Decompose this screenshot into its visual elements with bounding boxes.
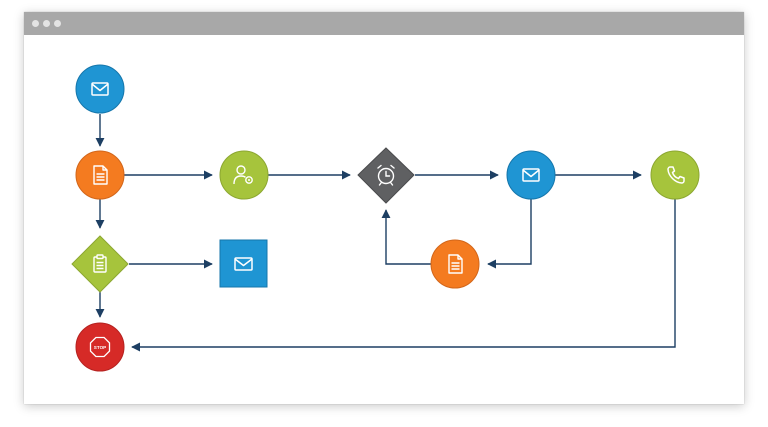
node-wait-timer[interactable] (357, 147, 415, 204)
edge-email-to-form-2 (487, 198, 532, 269)
window-control-dot[interactable] (43, 20, 50, 27)
envelope-icon (91, 82, 109, 96)
app-window (24, 12, 744, 404)
node-form-2[interactable] (430, 239, 480, 289)
node-form[interactable] (75, 150, 125, 200)
node-phone-call[interactable] (650, 150, 700, 200)
window-control-dot[interactable] (54, 20, 61, 27)
window-titlebar (24, 12, 744, 35)
node-email-square[interactable] (219, 239, 268, 288)
edge-phone-to-stop (131, 198, 676, 352)
clipboard-icon (93, 254, 107, 273)
window-control-dot[interactable] (32, 20, 39, 27)
node-checklist-decision[interactable] (71, 235, 129, 293)
edge-form-2-to-timer (381, 209, 431, 265)
alarm-clock-icon (377, 164, 395, 186)
envelope-icon (234, 257, 253, 271)
stop-label: STOP (94, 345, 106, 350)
node-email-2[interactable] (506, 150, 556, 200)
node-stop[interactable]: STOP (75, 322, 125, 372)
document-icon (448, 254, 463, 274)
node-email-start[interactable] (75, 64, 125, 114)
stop-sign-icon: STOP (89, 336, 111, 358)
phone-icon (667, 166, 685, 184)
envelope-icon (522, 168, 540, 182)
document-icon (93, 165, 108, 185)
node-user-settings[interactable] (219, 150, 269, 200)
user-gear-icon (233, 165, 253, 185)
